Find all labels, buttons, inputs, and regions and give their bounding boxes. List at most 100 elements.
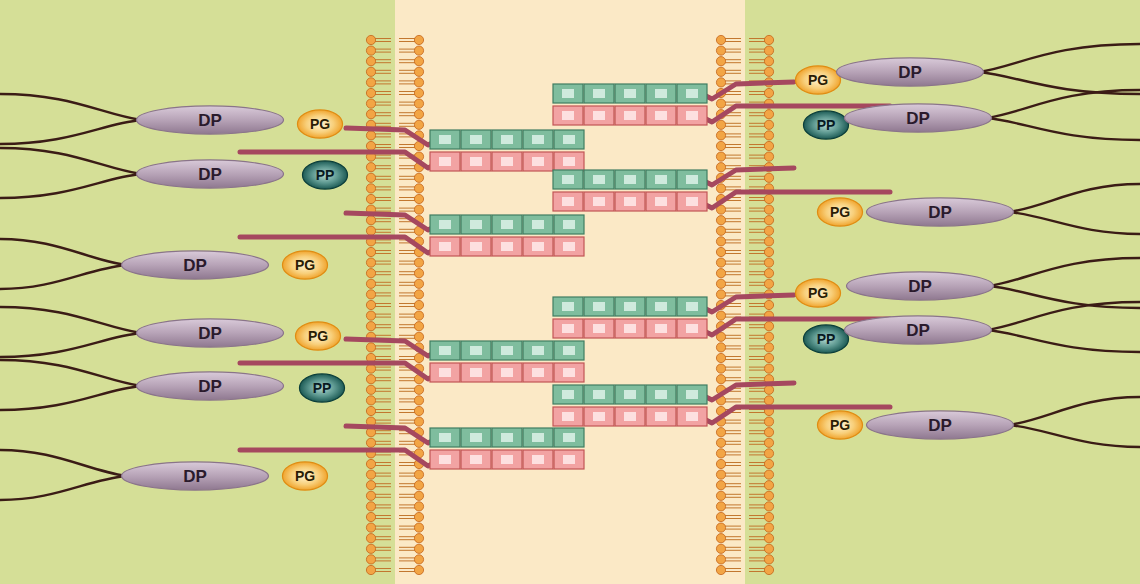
- desmoglein-domain: [584, 170, 614, 189]
- desmocollin-domain: [492, 450, 522, 469]
- keratin-filament: [989, 286, 1140, 308]
- lipid-tail: [749, 345, 765, 346]
- domain-highlight: [593, 197, 605, 206]
- lipid-tail: [399, 483, 415, 484]
- node-label: DP: [928, 204, 952, 221]
- desmocollin-domain: [677, 192, 707, 211]
- domain-highlight: [470, 135, 482, 144]
- lipid-tail: [399, 317, 415, 318]
- keratin-filament: [0, 450, 126, 476]
- cadherin-tail: [240, 237, 438, 253]
- domain-highlight: [562, 390, 574, 399]
- lipid-tail: [749, 473, 765, 474]
- lipid-tail: [399, 380, 415, 381]
- lipid-head: [414, 322, 423, 331]
- lipid-tail: [399, 412, 415, 413]
- lipid-head: [414, 279, 423, 288]
- lipid-head: [366, 343, 375, 352]
- desmoglein-domain: [430, 428, 460, 447]
- lipid-head: [764, 141, 773, 150]
- lipid-head: [764, 205, 773, 214]
- lipid-tail: [749, 264, 765, 265]
- lipid-tail: [399, 261, 415, 262]
- lipid-tail: [749, 94, 765, 95]
- keratin-filament: [1009, 212, 1140, 234]
- lipid-head: [414, 491, 423, 500]
- keratin-filament: [987, 302, 1140, 330]
- lipid-tail: [399, 473, 415, 474]
- node-shape: [122, 251, 269, 279]
- lipid-tail: [375, 515, 391, 516]
- lipid-head: [764, 364, 773, 373]
- desmoplakin-oval: DP: [835, 57, 985, 87]
- lipid-head: [366, 269, 375, 278]
- domain-highlight: [593, 390, 605, 399]
- keratin-filament: [1009, 425, 1140, 447]
- lipid-head: [414, 173, 423, 182]
- lipid-head: [414, 470, 423, 479]
- lipid-tail: [375, 388, 391, 389]
- lipid-tail: [375, 80, 391, 81]
- lipid-tail: [399, 102, 415, 103]
- lipid-tail: [375, 412, 391, 413]
- cadherin-domains: [430, 84, 707, 469]
- lipid-head: [764, 555, 773, 564]
- node-label: DP: [198, 112, 222, 129]
- lipid-tail: [749, 454, 765, 455]
- lipid-tail: [749, 380, 765, 381]
- lipid-tail: [375, 560, 391, 561]
- domain-highlight: [563, 368, 575, 377]
- lipid-tail: [399, 168, 415, 169]
- lipid-tail: [399, 112, 415, 113]
- lipid-tail: [749, 242, 765, 243]
- lipid-tail: [749, 123, 765, 124]
- lipid-tail: [749, 147, 765, 148]
- lipid-tail: [725, 338, 741, 339]
- plakoglobin-circle: PG: [795, 278, 841, 308]
- lipid-head: [716, 353, 725, 362]
- node-label: DP: [198, 378, 222, 395]
- lipid-tail: [749, 391, 765, 392]
- plakophilin-circle: PP: [803, 110, 849, 140]
- lipid-tail: [375, 348, 391, 349]
- desmocollin-domain: [523, 450, 553, 469]
- lipid-head: [366, 279, 375, 288]
- lipid-head: [764, 322, 773, 331]
- desmocollin-domain: [677, 319, 707, 338]
- lipid-tail: [749, 462, 765, 463]
- lipid-head: [414, 194, 423, 203]
- lipid-tail: [375, 377, 391, 378]
- lipid-tail: [749, 232, 765, 233]
- lipid-head: [366, 46, 375, 55]
- lipid-tail: [375, 483, 391, 484]
- node-label: PG: [295, 258, 315, 272]
- domain-highlight: [439, 433, 451, 442]
- lipid-tail: [375, 430, 391, 431]
- lipid-head: [414, 120, 423, 129]
- node-shape: [137, 106, 284, 134]
- lipid-tail: [375, 409, 391, 410]
- lipid-head: [366, 258, 375, 267]
- lipid-tail: [749, 476, 765, 477]
- lipid-head: [764, 438, 773, 447]
- domain-highlight: [563, 135, 575, 144]
- keratin-filament: [0, 360, 141, 386]
- lipid-tail: [749, 433, 765, 434]
- lipid-tail: [749, 497, 765, 498]
- lipid-head: [716, 237, 725, 246]
- lipid-tail: [399, 529, 415, 530]
- desmocollin-domain: [677, 106, 707, 125]
- lipid-tail: [399, 359, 415, 360]
- lipid-tail: [725, 451, 741, 452]
- domain-highlight: [686, 412, 698, 421]
- lipid-head: [716, 311, 725, 320]
- lipid-tail: [399, 568, 415, 569]
- domain-highlight: [470, 368, 482, 377]
- lipid-tail: [749, 282, 765, 283]
- node-label: DP: [198, 325, 222, 342]
- lipid-tail: [375, 264, 391, 265]
- lipid-tail: [399, 465, 415, 466]
- keratin-filament: [1009, 397, 1140, 425]
- lipid-head: [764, 512, 773, 521]
- lipid-tail: [749, 271, 765, 272]
